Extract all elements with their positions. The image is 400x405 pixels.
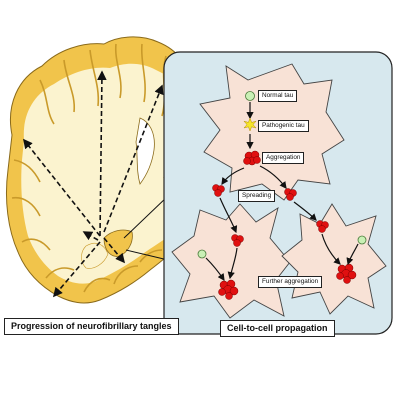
zoom-line-upper — [123, 195, 169, 239]
arrow-to-parietal — [97, 70, 107, 237]
aggregate-left-cell-a — [231, 234, 244, 247]
label-spreading: Spreading — [238, 190, 276, 202]
normal-tau-left-cell — [197, 249, 207, 259]
tau-aggregates — [212, 150, 357, 300]
arrow-to-frontal — [23, 138, 101, 237]
lateral-ventricle — [135, 117, 155, 185]
aggregate-spread-left — [212, 184, 225, 197]
brain-white-matter — [21, 63, 178, 284]
pathogenic-tau-marker — [243, 117, 257, 132]
brain-section — [6, 36, 189, 304]
aggregate-top — [243, 150, 261, 166]
normal-tau-marker — [245, 91, 255, 101]
aggregate-spread-right — [284, 188, 297, 201]
label-pathogenic-tau: Pathogenic tau — [258, 120, 309, 132]
neuron-cell-bottom-left — [171, 203, 291, 319]
arrow-to-inferior — [52, 241, 101, 298]
aggregate-left-cell-final — [218, 279, 239, 300]
aggregate-right-cell-a — [316, 220, 329, 233]
label-further-aggregation: Further aggregation — [258, 276, 323, 288]
arrow-to-superior — [103, 84, 164, 233]
label-normal-tau: Normal tau — [258, 90, 298, 102]
arrow-to-temporal — [103, 237, 126, 264]
tangle-progression-arrows — [23, 70, 164, 298]
caption-propagation: Cell-to-cell propagation — [220, 320, 335, 337]
normal-tau-right-cell — [357, 235, 367, 245]
zoom-line-lower — [125, 249, 169, 261]
label-aggregation: Aggregation — [262, 152, 305, 164]
caption-progression: Progression of neurofibrillary tangles — [4, 318, 179, 335]
aggregate-right-cell-final — [336, 263, 357, 284]
arrow-local — [82, 231, 99, 241]
spreading-arrows — [205, 165, 359, 281]
neuron-cell-top — [199, 63, 345, 201]
